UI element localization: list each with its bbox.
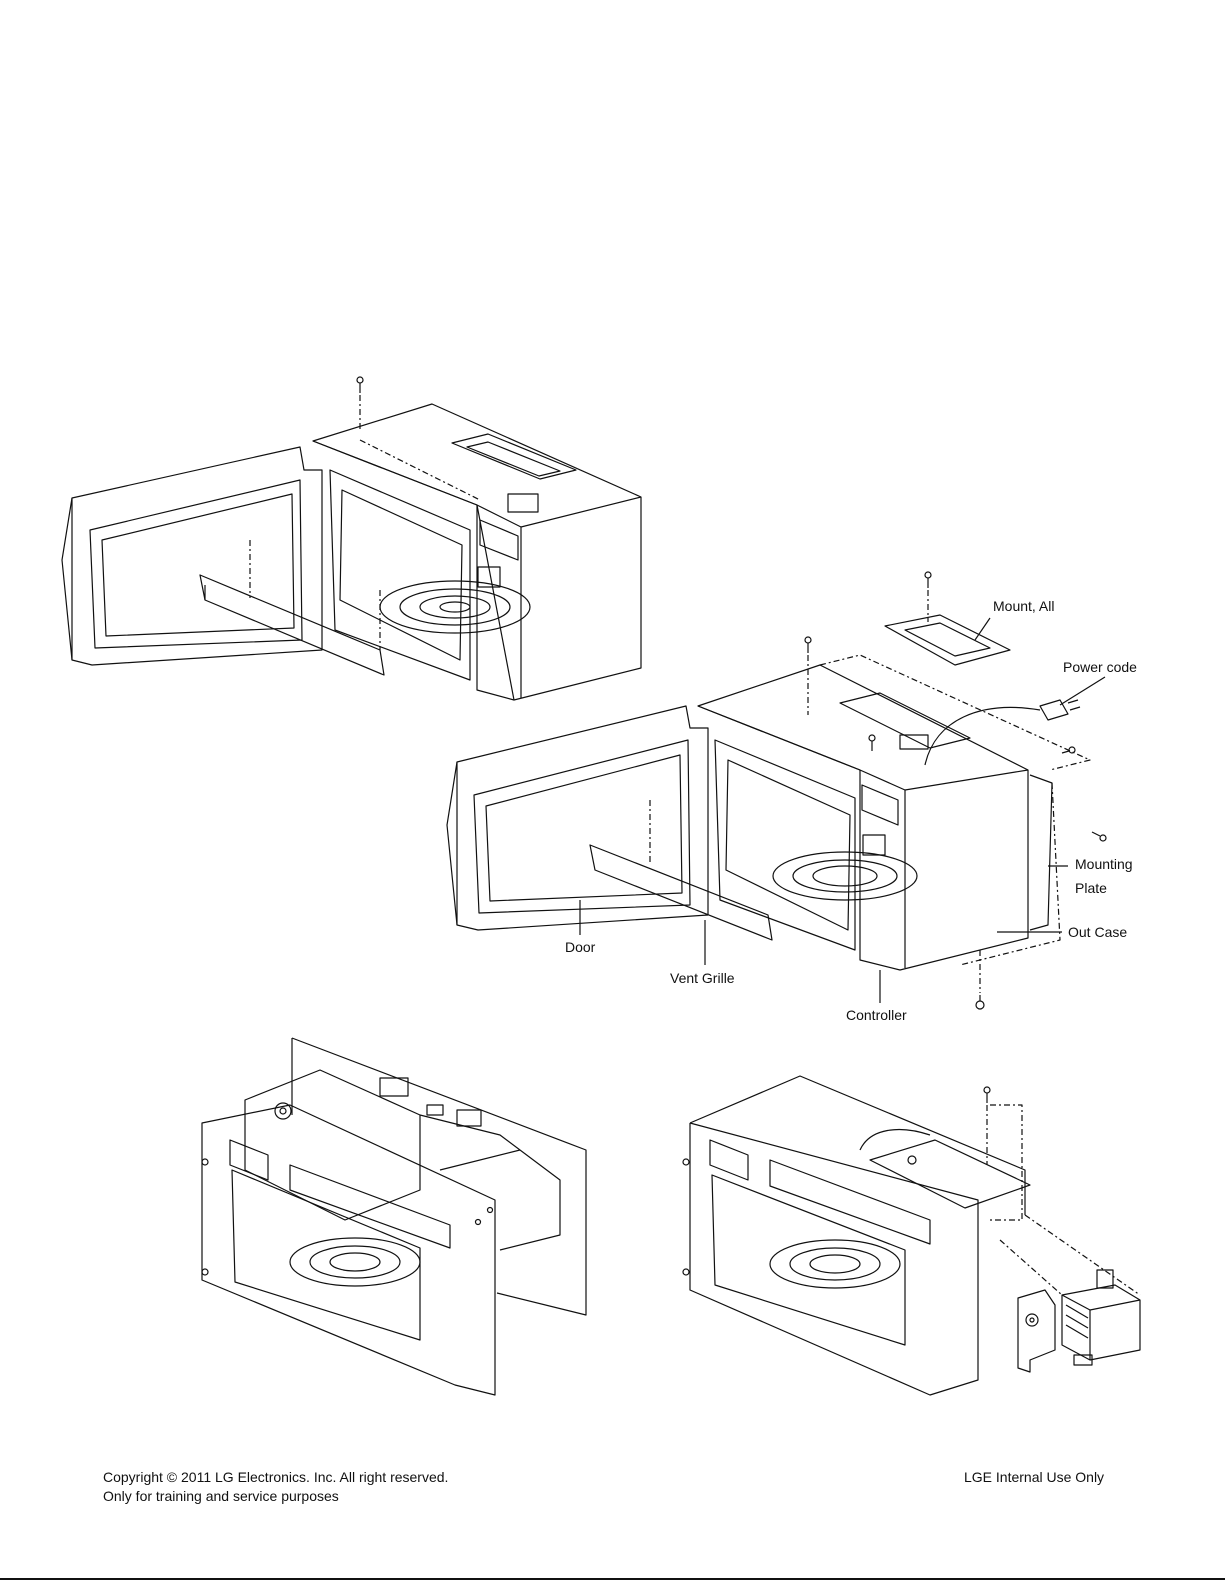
label-mounting: Mounting [1075,856,1133,872]
screw-icon [476,1220,481,1225]
footer-copyright: Copyright © 2011 LG Electronics. Inc. Al… [103,1468,448,1487]
magnetron-part [1062,1270,1140,1365]
screw-icon [984,1087,990,1103]
screw-icon [1092,832,1106,841]
footer-internal-use: LGE Internal Use Only [964,1468,1104,1487]
label-plate: Plate [1075,880,1107,896]
label-vent-grille: Vent Grille [670,970,735,986]
footer-copyright-block: Copyright © 2011 LG Electronics. Inc. Al… [103,1468,448,1506]
label-out-case: Out Case [1068,924,1127,940]
microwave-exploded-illustration [447,572,1106,1009]
bracket-part [1018,1290,1055,1372]
control-board-part [870,1140,1030,1208]
screw-icon [976,995,984,1009]
label-power-code: Power code [1063,659,1137,675]
chassis-illustration-left [202,1038,586,1395]
screw-icon [357,377,363,393]
mount-all-part [885,615,1010,665]
microwave-assembled-illustration [62,377,641,700]
label-controller: Controller [846,1007,907,1023]
screw-icon [805,637,811,653]
bottom-divider [0,1578,1225,1580]
chassis-illustration-right [683,1076,1140,1395]
screw-icon [869,735,875,751]
label-door: Door [565,939,596,955]
footer-training-note: Only for training and service purposes [103,1487,448,1506]
screw-icon [488,1208,493,1213]
label-mount-all: Mount, All [993,598,1054,614]
fan-motor-part [275,1103,291,1119]
screw-icon [925,572,931,588]
